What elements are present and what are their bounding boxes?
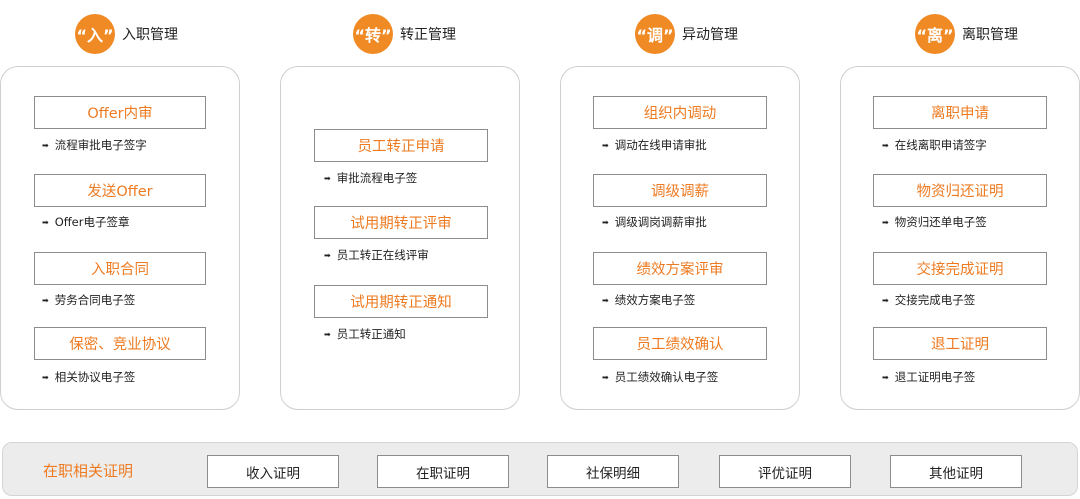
process-box: 组织内调动 [593,96,767,129]
process-desc: ➡员工转正在线评审 [324,248,429,262]
process-desc: ➡审批流程电子签 [324,171,418,185]
process-desc: ➡调动在线申请审批 [602,138,707,152]
process-desc: ➡调级调岗调薪审批 [602,215,707,229]
arrow-right-icon: ➡ [324,329,331,339]
arrow-right-icon: ➡ [324,250,331,260]
process-desc: ➡员工转正通知 [324,327,406,341]
process-box: 员工转正申请 [314,129,488,162]
process-box: 试用期转正通知 [314,285,488,318]
arrow-right-icon: ➡ [882,372,889,382]
certificate-box: 评优证明 [719,455,851,488]
stage-badge: “离” [915,14,955,54]
stage-badge: “入” [75,14,115,54]
process-desc: ➡绩效方案电子签 [602,293,696,307]
certificate-box: 收入证明 [207,455,339,488]
process-desc: ➡员工绩效确认电子签 [602,370,719,384]
arrow-right-icon: ➡ [42,372,49,382]
process-box: 员工绩效确认 [593,327,767,360]
process-box: 入职合同 [34,252,206,285]
process-desc: ➡在线离职申请签字 [882,138,987,152]
arrow-right-icon: ➡ [602,140,609,150]
employment-certificates-bar: 在职相关证明 收入证明 在职证明 社保明细 评优证明 其他证明 [2,442,1078,496]
process-box: 发送Offer [34,174,206,207]
process-desc: ➡Offer电子签章 [42,215,130,229]
column-title: 转正管理 [400,27,456,43]
process-box: 离职申请 [873,96,1047,129]
process-box: 保密、竞业协议 [34,327,206,360]
column-title: 入职管理 [122,27,178,43]
arrow-right-icon: ➡ [42,295,49,305]
process-box: Offer内审 [34,96,206,129]
process-box: 交接完成证明 [873,252,1047,285]
bottom-title: 在职相关证明 [43,462,134,480]
process-desc: ➡流程审批电子签字 [42,138,147,152]
column-title: 异动管理 [682,27,738,43]
process-box: 试用期转正评审 [314,206,488,239]
column-header: “离” 离职管理 [840,14,1080,54]
process-desc: ➡劳务合同电子签 [42,293,136,307]
column-header: “转” 转正管理 [280,14,520,54]
arrow-right-icon: ➡ [602,217,609,227]
column-header: “调” 异动管理 [560,14,800,54]
process-desc: ➡退工证明电子签 [882,370,976,384]
process-box: 绩效方案评审 [593,252,767,285]
column-onboarding: “入” 入职管理 Offer内审 ➡流程审批电子签字 发送Offer ➡Offe… [0,0,240,412]
column-offboarding: “离” 离职管理 离职申请 ➡在线离职申请签字 物资归还证明 ➡物资归还单电子签… [840,0,1080,412]
column-title: 离职管理 [962,27,1018,43]
process-box: 退工证明 [873,327,1047,360]
process-desc: ➡物资归还单电子签 [882,215,987,229]
process-desc: ➡相关协议电子签 [42,370,136,384]
column-regularization: “转” 转正管理 员工转正申请 ➡审批流程电子签 试用期转正评审 ➡员工转正在线… [280,0,520,412]
arrow-right-icon: ➡ [882,295,889,305]
arrow-right-icon: ➡ [882,140,889,150]
arrow-right-icon: ➡ [42,140,49,150]
arrow-right-icon: ➡ [882,217,889,227]
certificate-box: 其他证明 [890,455,1022,488]
stage-badge: “转” [353,14,393,54]
certificate-box: 社保明细 [547,455,679,488]
process-box: 调级调薪 [593,174,767,207]
stage-badge: “调” [635,14,675,54]
certificate-box: 在职证明 [377,455,509,488]
arrow-right-icon: ➡ [602,295,609,305]
column-header: “入” 入职管理 [0,14,240,54]
arrow-right-icon: ➡ [324,173,331,183]
arrow-right-icon: ➡ [42,217,49,227]
arrow-right-icon: ➡ [602,372,609,382]
process-box: 物资归还证明 [873,174,1047,207]
column-transfer: “调” 异动管理 组织内调动 ➡调动在线申请审批 调级调薪 ➡调级调岗调薪审批 … [560,0,800,412]
process-desc: ➡交接完成电子签 [882,293,976,307]
